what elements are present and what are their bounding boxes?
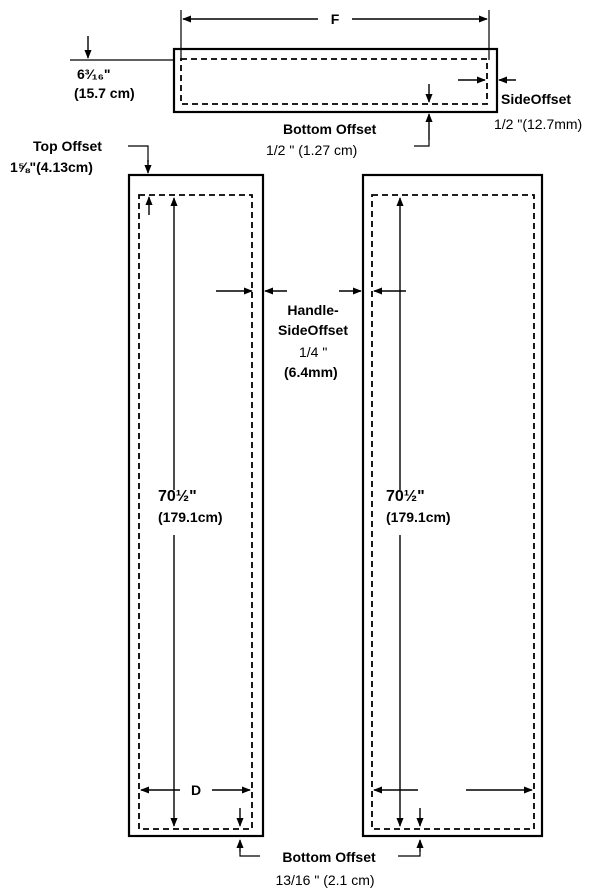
side-offset-value: 1/2 "(12.7mm) [494, 116, 582, 132]
depth-d-label: D [191, 782, 201, 798]
right-panel-cutout [371, 194, 535, 830]
right-door-panel [361, 173, 544, 838]
left-panel-outline [127, 173, 265, 838]
right-height-cm: (179.1cm) [386, 509, 451, 525]
side-offset-callout: SideOffset 1/2 "(12.7mm) [458, 76, 582, 132]
left-panel-cutout [138, 194, 253, 830]
top-panel [172, 47, 499, 114]
top-height-cm: (15.7 cm) [74, 85, 135, 101]
door-bottom-offset-callout: Bottom Offset 13/16 " (2.1 cm) [236, 839, 424, 888]
width-f-label: F [331, 11, 340, 27]
depth-d-dimension: D [140, 782, 251, 827]
top-panel-outline [172, 47, 499, 114]
top-offset-callout: Top Offset 1⅝"(4.13cm) [10, 138, 152, 175]
top-bottom-offset-value: 1/2 " (1.27 cm) [266, 142, 357, 158]
handle-side-offset-callout: Handle- SideOffset 1/4 " (6.4mm) [216, 287, 406, 380]
left-height-inches: 70½" [158, 488, 197, 505]
door-bottom-offset-title: Bottom Offset [282, 849, 376, 865]
left-door-panel [127, 173, 265, 838]
top-panel-cutout [180, 58, 488, 105]
top-offset-title: Top Offset [33, 138, 102, 154]
handle-side-offset-title-1: Handle- [287, 302, 339, 318]
handle-side-offset-value-2: (6.4mm) [284, 364, 338, 380]
handle-side-offset-title-2: SideOffset [278, 322, 348, 338]
handle-side-offset-value-1: 1/4 " [299, 344, 327, 360]
top-offset-value: 1⅝"(4.13cm) [10, 159, 93, 175]
top-height-inches: 6³⁄₁₆" [77, 66, 111, 82]
top-panel-bottom-offset-callout: Bottom Offset 1/2 " (1.27 cm) [266, 84, 433, 158]
left-height-cm: (179.1cm) [158, 509, 223, 525]
top-bottom-offset-title: Bottom Offset [283, 121, 377, 137]
top-panel-height-dimension: 6³⁄₁₆" (15.7 cm) [70, 36, 173, 101]
width-f-dimension: F [180, 10, 490, 60]
right-height-inches: 70½" [386, 488, 425, 505]
side-offset-title: SideOffset [501, 91, 571, 107]
door-bottom-offset-value: 13/16 " (2.1 cm) [275, 872, 374, 888]
right-panel-outline [361, 173, 544, 838]
